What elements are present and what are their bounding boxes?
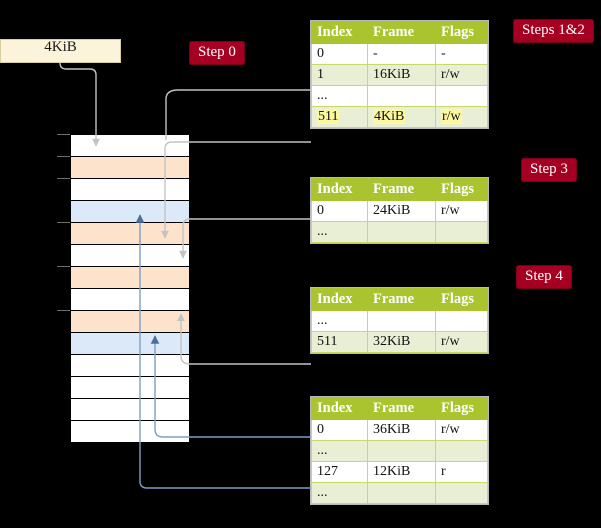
table-row: 511 4KiB r/w bbox=[311, 106, 488, 128]
cell-frame bbox=[367, 310, 436, 332]
memory-frame-5 bbox=[71, 245, 189, 267]
memory-tick-2 bbox=[57, 178, 70, 179]
memory-frame-9 bbox=[71, 333, 189, 355]
badge-steps-1-2-label: Steps 1&2 bbox=[522, 22, 585, 38]
column-header-index: Index bbox=[311, 178, 368, 201]
cell-flags bbox=[435, 482, 488, 504]
column-header-flags: Flags bbox=[435, 178, 488, 201]
badge-step-4: Step 4 bbox=[516, 265, 572, 289]
cell-flags: r bbox=[435, 461, 488, 483]
cell-flags bbox=[435, 440, 488, 462]
cell-index: 511 bbox=[311, 331, 368, 353]
column-header-index: Index bbox=[311, 397, 368, 420]
cell-index: ... bbox=[311, 440, 368, 462]
highlighted-value: 511 bbox=[317, 109, 340, 124]
cell-index: 1 bbox=[311, 64, 368, 86]
cell-index: ... bbox=[311, 482, 368, 504]
badge-step-3-label: Step 3 bbox=[530, 161, 568, 177]
table-row: ... bbox=[311, 440, 488, 462]
column-header-frame: Frame bbox=[367, 21, 436, 44]
cell-frame: 24KiB bbox=[367, 200, 436, 222]
memory-frame-11 bbox=[71, 377, 189, 399]
highlighted-value: r/w bbox=[441, 109, 462, 124]
virtual-page-label: 4KiB bbox=[44, 39, 77, 55]
cell-flags: r/w bbox=[435, 106, 488, 128]
cell-index: 0 bbox=[311, 200, 368, 222]
cell-index: 511 bbox=[311, 106, 368, 128]
memory-frame-7 bbox=[71, 289, 189, 311]
cell-flags: - bbox=[435, 43, 488, 65]
column-header-index: Index bbox=[311, 288, 368, 311]
memory-tick-5 bbox=[57, 310, 70, 311]
physical-memory-column bbox=[70, 134, 190, 443]
cell-frame: - bbox=[367, 43, 436, 65]
table-row: 0-- bbox=[311, 43, 488, 65]
memory-frame-10 bbox=[71, 355, 189, 377]
cell-index: ... bbox=[311, 221, 368, 243]
table-row: ... bbox=[311, 310, 488, 332]
cell-flags: r/w bbox=[435, 331, 488, 353]
table-row: ... bbox=[311, 85, 488, 107]
cell-index: ... bbox=[311, 85, 368, 107]
column-header-frame: Frame bbox=[367, 397, 436, 420]
cell-index: 127 bbox=[311, 461, 368, 483]
column-header-index: Index bbox=[311, 21, 368, 44]
memory-frame-4 bbox=[71, 223, 189, 245]
column-header-flags: Flags bbox=[435, 21, 488, 44]
cell-flags: r/w bbox=[435, 64, 488, 86]
memory-frame-3 bbox=[71, 201, 189, 223]
memory-frame-8 bbox=[71, 311, 189, 333]
cell-index: 0 bbox=[311, 419, 368, 441]
cell-frame: 16KiB bbox=[367, 64, 436, 86]
column-header-frame: Frame bbox=[367, 288, 436, 311]
memory-frame-1 bbox=[71, 157, 189, 179]
cell-frame: 4KiB bbox=[367, 106, 436, 128]
memory-frame-2 bbox=[71, 179, 189, 201]
badge-steps-1-2: Steps 1&2 bbox=[513, 19, 594, 43]
badge-step-0: Step 0 bbox=[189, 41, 245, 65]
memory-tick-1 bbox=[57, 156, 70, 157]
column-header-flags: Flags bbox=[435, 397, 488, 420]
memory-tick-3 bbox=[57, 222, 70, 223]
cell-flags bbox=[435, 221, 488, 243]
cell-flags bbox=[435, 85, 488, 107]
highlighted-value: 4KiB bbox=[373, 109, 406, 124]
table-row: ... bbox=[311, 482, 488, 504]
badge-step-4-label: Step 4 bbox=[525, 268, 563, 284]
memory-frame-0 bbox=[71, 135, 189, 157]
cell-index: ... bbox=[311, 310, 368, 332]
memory-tick-4 bbox=[57, 266, 70, 267]
cell-flags: r/w bbox=[435, 200, 488, 222]
table-row: ... bbox=[311, 221, 488, 243]
virtual-page-box: 4KiB bbox=[0, 39, 121, 63]
cell-frame bbox=[367, 482, 436, 504]
cell-frame bbox=[367, 221, 436, 243]
cell-frame bbox=[367, 440, 436, 462]
badge-step-0-label: Step 0 bbox=[198, 44, 236, 60]
column-header-flags: Flags bbox=[435, 288, 488, 311]
column-header-frame: Frame bbox=[367, 178, 436, 201]
memory-frame-12 bbox=[71, 399, 189, 421]
memory-frame-6 bbox=[71, 267, 189, 289]
memory-frame-13 bbox=[71, 421, 189, 443]
cell-frame: 32KiB bbox=[367, 331, 436, 353]
cell-index: 0 bbox=[311, 43, 368, 65]
memory-tick-0 bbox=[57, 134, 70, 135]
badge-step-3: Step 3 bbox=[521, 158, 577, 182]
cell-flags: r/w bbox=[435, 419, 488, 441]
cell-frame: 12KiB bbox=[367, 461, 436, 483]
cell-frame bbox=[367, 85, 436, 107]
cell-flags bbox=[435, 310, 488, 332]
cell-frame: 36KiB bbox=[367, 419, 436, 441]
